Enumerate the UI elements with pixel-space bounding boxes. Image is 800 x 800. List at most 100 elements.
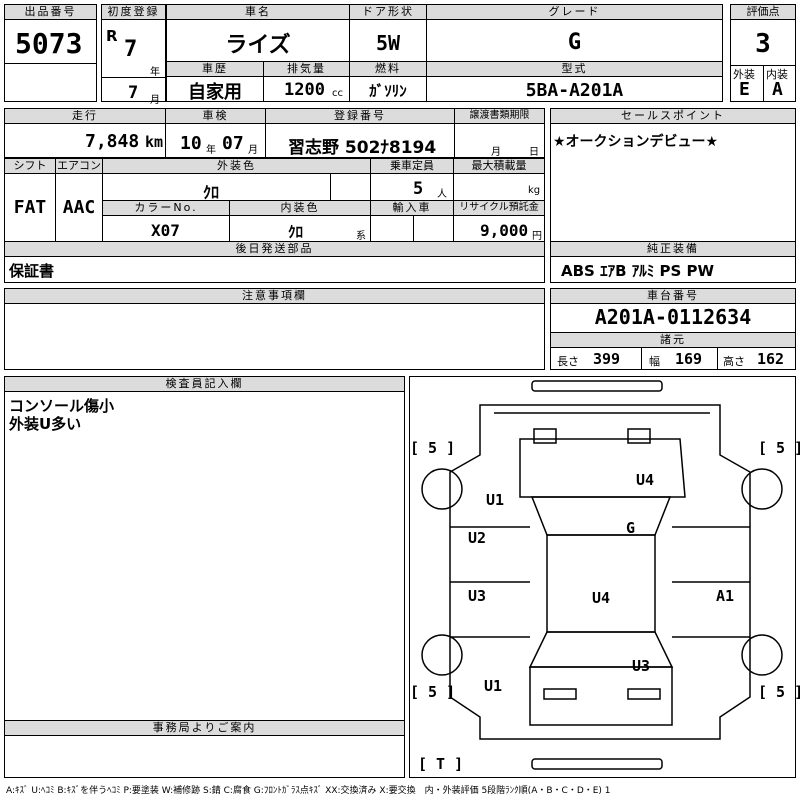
cc-unit: cc (332, 88, 343, 99)
fuel-label: 燃料 (350, 62, 426, 77)
month-unit: 月 (150, 95, 160, 106)
door-label: ドア形状 (350, 5, 426, 20)
body-outline (449, 417, 751, 740)
office-label: 事務局よりご案内 (5, 721, 404, 736)
later-parts-cell: 後日発送部品 保証書 (4, 241, 545, 283)
score-cell: 評価点 3 外装 内装 E A (730, 4, 796, 102)
max-load-unit: kg (528, 185, 541, 196)
history-cell: 車歴 自家用 (166, 61, 264, 103)
tire-front-left-score: [ 5 ] (410, 439, 456, 457)
hood (519, 438, 686, 498)
mark-u3-left: U3 (468, 587, 487, 605)
tail-light-right (627, 688, 661, 700)
chassis-label: 車台番号 (551, 289, 795, 304)
mark-a1-right: A1 (716, 587, 735, 605)
recycle-cell: リサイクル預託金 9,000 円 (453, 200, 545, 242)
mark-u4-front: U4 (636, 471, 655, 489)
mileage: 7,848 (85, 131, 140, 152)
capacity-cell: 乗車定員 5 人 (370, 158, 454, 201)
inspection-label: 車検 (166, 109, 265, 124)
grade-label: グレード (427, 5, 722, 20)
height: 162 (757, 350, 785, 368)
headlight-right (627, 428, 651, 444)
first-reg-month: 7 (128, 83, 139, 103)
inspection-month: 07 (222, 133, 244, 154)
aircon-cell: エアコン AAC (55, 158, 103, 242)
headlight-left (533, 428, 557, 444)
legend: A:ｷｽﾞ U:ﾍｺﾐ B:ｷｽﾞを伴うﾍｺﾐ P:要塗装 W:補修跡 S:錆 … (6, 786, 611, 796)
registration-number: 習志野 502ﾅ8194 (288, 138, 437, 158)
displacement-label: 排気量 (264, 62, 349, 77)
spare-tire-label: [ T ] (418, 755, 464, 773)
trunk (529, 666, 673, 726)
first-registration-label: 初度登録 (102, 5, 165, 20)
mark-u1-left-rear: U1 (484, 677, 503, 695)
inspector-cell: 検査員記入欄 コンソール傷小 外装U多い (4, 376, 405, 721)
km-unit: km (145, 133, 164, 151)
aircon: AAC (62, 197, 96, 218)
tire-front-right (741, 468, 783, 510)
windshield (530, 496, 672, 536)
sales-point-text: ★オークションデビュー★ (553, 134, 719, 150)
capacity-unit: 人 (437, 189, 447, 200)
length: 399 (593, 350, 621, 368)
history-label: 車歴 (167, 62, 263, 77)
tire-rear-right (741, 634, 783, 676)
tail-light-left (543, 688, 577, 700)
model-cell: 型式 5BA-A201A (426, 61, 723, 102)
inspection-cell: 車検 10 年 07 月 (165, 108, 266, 158)
car-name-cell: 車名 ライズ (166, 4, 350, 62)
ext-color: ｸﾛ (203, 183, 220, 202)
rear-window (528, 631, 674, 668)
registration-cell: 登録番号 習志野 502ﾅ8194 (265, 108, 455, 158)
car-name-label: 車名 (167, 5, 349, 20)
interior-grade: A (772, 79, 783, 100)
specs-cell: 諸元 長さ 399 幅 169 高さ 162 (550, 332, 796, 370)
import-cell: 輸入車 (370, 200, 454, 242)
transfer-month: 月 (491, 147, 501, 158)
tire-rear-left (421, 634, 463, 676)
mark-u4-center: U4 (592, 589, 611, 607)
chassis-number: A201A-0112634 (594, 305, 752, 329)
grade-cell: グレード G (426, 4, 723, 62)
spare-tire (426, 755, 464, 773)
sales-point-label: セールスポイント (551, 109, 795, 124)
max-load-cell: 最大積載量 kg (453, 158, 545, 201)
inspection-month-unit: 月 (248, 145, 258, 156)
transfer-day: 日 (529, 147, 539, 158)
inspection-year: 10 (180, 133, 202, 154)
model-code: 5BA-A201A (525, 80, 624, 101)
door-front-right (672, 526, 750, 638)
aircon-label: エアコン (56, 159, 102, 174)
recycle-unit: 円 (532, 231, 542, 242)
color-no-label: カラーNo. (103, 201, 229, 216)
import-label: 輸入車 (371, 201, 453, 216)
roof (546, 534, 656, 633)
ext-color-cell: 外装色 ｸﾛ (102, 158, 371, 202)
int-color: ｸﾛ (288, 223, 304, 241)
recycle-label: リサイクル預託金 (454, 201, 544, 216)
genuine-equipment-label: 純正装備 (551, 242, 795, 257)
model-label: 型式 (427, 62, 722, 77)
damage-diagram: [ 5 ] [ 5 ] [ 5 ] [ 5 ] [ T ] U4 U1 G U2… (409, 376, 800, 778)
door-type: 5W (375, 31, 401, 55)
mark-u1-left-front: U1 (486, 491, 505, 509)
grade: G (567, 30, 582, 55)
specs-label: 諸元 (551, 333, 795, 348)
width-label: 幅 (649, 355, 660, 368)
color-no-cell: カラーNo. X07 (102, 200, 230, 242)
door-cell: ドア形状 5W (349, 4, 427, 62)
shift-label: シフト (5, 159, 55, 174)
genuine-equipment: ABS ｴｱB ｱﾙﾐ PS PW (561, 262, 715, 280)
max-load-label: 最大積載量 (454, 159, 544, 174)
recycle-fee: 9,000 (480, 221, 529, 240)
era-mark: R (106, 27, 118, 45)
inspector-line-1: コンソール傷小 (9, 397, 115, 415)
displacement-cell: 排気量 1200 cc (263, 61, 350, 102)
lot-number: 5073 (15, 27, 83, 60)
mark-u2-left: U2 (468, 529, 487, 547)
first-registration-cell: 初度登録 R 7 年 7 月 (101, 4, 166, 106)
int-color-label: 内装色 (230, 201, 370, 216)
rear-bumper-bottom (531, 758, 663, 770)
shift-cell: シフト FAT (4, 158, 56, 242)
